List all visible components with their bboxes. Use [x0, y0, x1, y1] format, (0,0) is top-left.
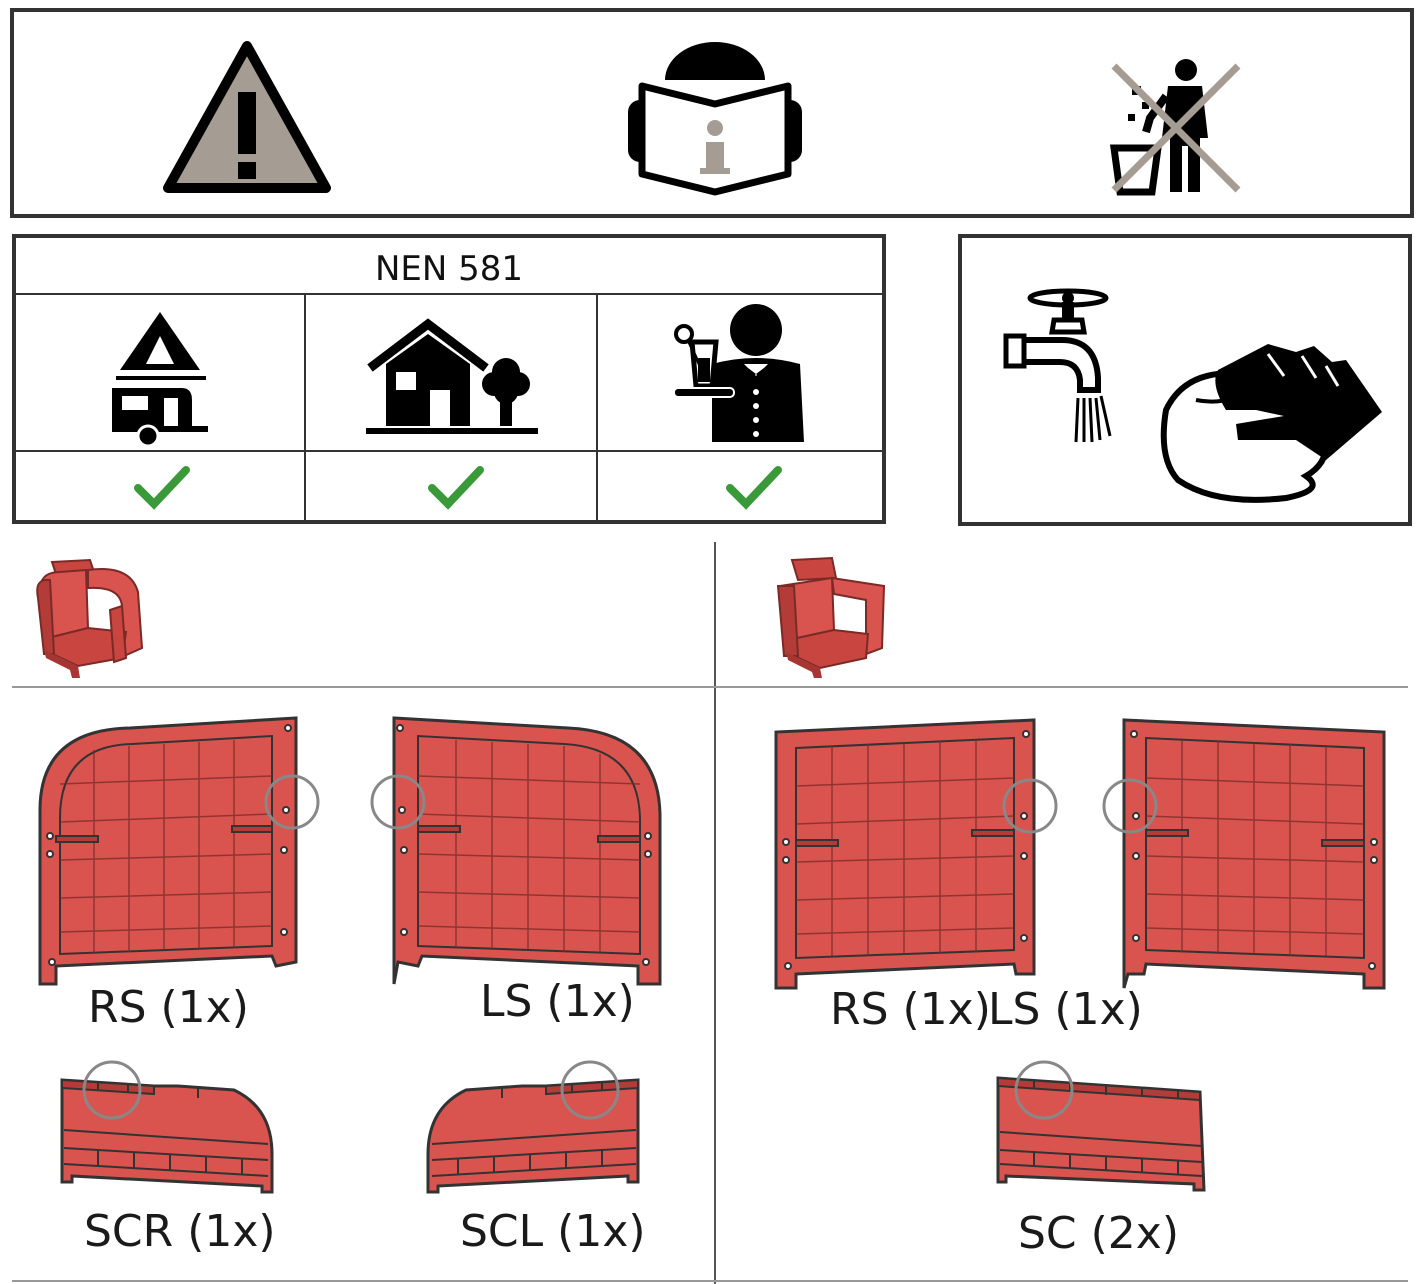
part-label-rs-left: RS (1x)	[88, 982, 249, 1033]
water-tap-icon	[1003, 288, 1112, 443]
variant-divider-horizontal	[12, 686, 1408, 688]
part-label-sc: SC (2x)	[1018, 1208, 1180, 1259]
part-label-scl: SCL (1x)	[460, 1206, 646, 1257]
part-scl	[426, 1060, 640, 1194]
part-ls-round	[370, 716, 662, 986]
camping-icon	[112, 312, 208, 448]
part-rs-square	[774, 718, 1058, 990]
table-divider	[304, 293, 306, 520]
wipe-cloth-hand-icon	[1160, 344, 1382, 503]
table-divider	[596, 293, 598, 520]
warnings-panel	[10, 8, 1414, 218]
part-ls-square	[1102, 718, 1386, 990]
warning-triangle-icon	[163, 41, 331, 193]
part-label-rs-right: RS (1x)	[830, 984, 991, 1035]
no-littering-icon	[1109, 59, 1241, 196]
square-armchair-icon	[776, 556, 886, 678]
part-rs-round	[38, 716, 320, 986]
round-armchair-icon	[36, 558, 144, 678]
read-manual-icon	[628, 42, 802, 196]
care-panel	[958, 234, 1412, 526]
check-icon	[428, 466, 484, 510]
part-label-scr: SCR (1x)	[84, 1206, 276, 1257]
table-divider	[16, 450, 882, 452]
certification-table: NEN 581	[12, 234, 886, 524]
check-icon	[134, 466, 190, 510]
part-scr	[60, 1060, 274, 1194]
check-icon	[726, 466, 782, 510]
home-garden-icon	[366, 318, 538, 434]
part-label-ls-right: LS (1x)	[988, 984, 1143, 1035]
bottom-border	[12, 1280, 1408, 1282]
certification-title: NEN 581	[374, 249, 524, 289]
part-sc	[996, 1060, 1206, 1192]
part-label-ls-left: LS (1x)	[480, 976, 635, 1027]
contract-catering-icon	[673, 304, 804, 442]
variant-divider-vertical	[714, 542, 716, 1284]
table-divider	[16, 293, 882, 295]
